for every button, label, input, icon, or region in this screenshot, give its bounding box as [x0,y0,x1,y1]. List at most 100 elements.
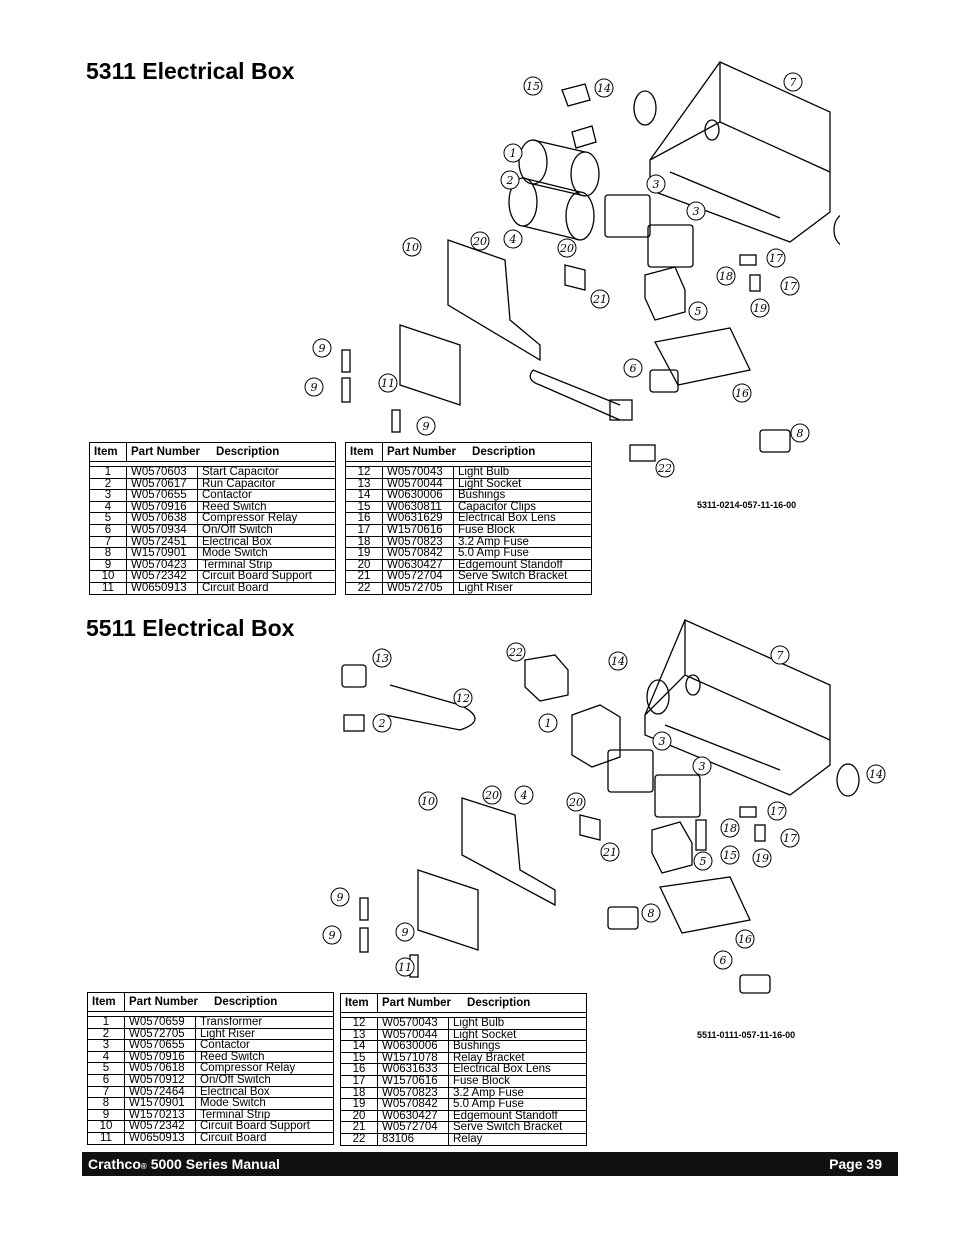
callout-4: 4 [514,785,534,805]
part-description: Relay [448,1133,587,1146]
svg-text:14: 14 [611,655,625,668]
part-description: Circuit Board [197,582,336,595]
svg-text:5: 5 [700,855,707,868]
page-number: Page 39 [829,1156,882,1172]
part-number: W0572705 [124,1028,196,1041]
svg-text:3: 3 [699,760,706,773]
header-item: Item [89,442,127,462]
callout-6: 6 [623,358,643,378]
svg-text:11: 11 [398,961,412,974]
callout-5: 5 [688,301,708,321]
table-spacer [345,461,592,467]
part-number: W0570842 [377,1099,449,1111]
registered-mark: ® [140,1162,147,1171]
part-description: Mode Switch [197,548,336,560]
svg-text:14: 14 [869,768,883,781]
callout-18: 18 [716,266,736,286]
part-description: Contactor [195,1040,334,1052]
callout-5: 5 [693,851,713,871]
item-number: 10 [87,1121,125,1133]
svg-text:19: 19 [753,302,767,315]
callout-11: 11 [378,373,398,393]
part-number: W0570603 [126,466,198,479]
header-part-number: Part Number [129,996,199,1008]
header-description: Description [472,446,536,458]
footer-manual-title: Crathco® 5000 Series Manual [88,1156,280,1172]
callout-9: 9 [395,922,415,942]
part-description: Terminal Strip [195,1109,334,1122]
callout-9: 9 [312,338,332,358]
part-description: Light Bulb [448,1017,587,1030]
part-description: Light Bulb [453,466,592,479]
svg-text:4: 4 [509,233,517,246]
part-number: W0570823 [382,536,454,549]
item-number: 21 [340,1122,378,1134]
part-description: Start Capacitor [197,466,336,479]
svg-text:2: 2 [378,717,386,730]
header-part-number: Part Number [387,446,457,458]
callout-1: 1 [538,713,558,733]
part-number: W1570616 [377,1075,449,1088]
part-description: Electrical Box [197,536,336,549]
callout-3: 3 [646,174,666,194]
part-number: W0570638 [126,513,198,525]
part-description: Electrical Box Lens [453,513,592,525]
item-number: 17 [345,524,383,537]
callout-17: 17 [780,828,800,848]
item-number: 22 [340,1133,378,1146]
svg-text:7: 7 [777,649,784,662]
svg-text:12: 12 [456,692,470,705]
svg-text:9: 9 [319,342,326,355]
svg-text:20: 20 [568,796,583,809]
callout-10: 10 [418,791,438,811]
callout-9: 9 [416,416,436,436]
item-number: 5 [87,1063,125,1075]
callout-20: 20 [482,785,502,805]
svg-text:17: 17 [770,805,784,818]
part-number: W0570044 [377,1029,449,1042]
section-title-5511: 5511 Electrical Box [86,615,295,641]
part-number: W0650913 [124,1132,196,1145]
part-number: W0630427 [377,1110,449,1123]
part-number: W0572342 [124,1121,196,1133]
part-description: Mode Switch [195,1098,334,1110]
callout-22: 22 [655,458,675,478]
svg-text:17: 17 [769,252,783,265]
callout-8: 8 [790,423,810,443]
part-number: W0570423 [126,559,198,572]
callout-9: 9 [322,925,342,945]
item-number: 13 [345,478,383,491]
header-part-description: Part Number Description [126,442,336,462]
callout-19: 19 [750,298,770,318]
item-number: 9 [89,559,127,572]
part-number: W0570659 [124,1016,196,1029]
exploded-diagram-5311: 1233456789991011141415161717181920202122 [300,60,840,480]
item-number: 9 [87,1109,125,1122]
part-number: W0570043 [382,466,454,479]
part-number: W0650913 [126,582,198,595]
callout-3: 3 [652,731,672,751]
callout-14: 14 [866,764,886,784]
item-number: 2 [87,1028,125,1041]
svg-text:16: 16 [738,933,752,946]
item-number: 19 [340,1099,378,1111]
item-number: 7 [87,1086,125,1099]
item-number: 18 [345,536,383,549]
svg-text:22: 22 [508,646,523,659]
item-number: 20 [345,559,383,572]
callout-13: 13 [372,648,392,668]
